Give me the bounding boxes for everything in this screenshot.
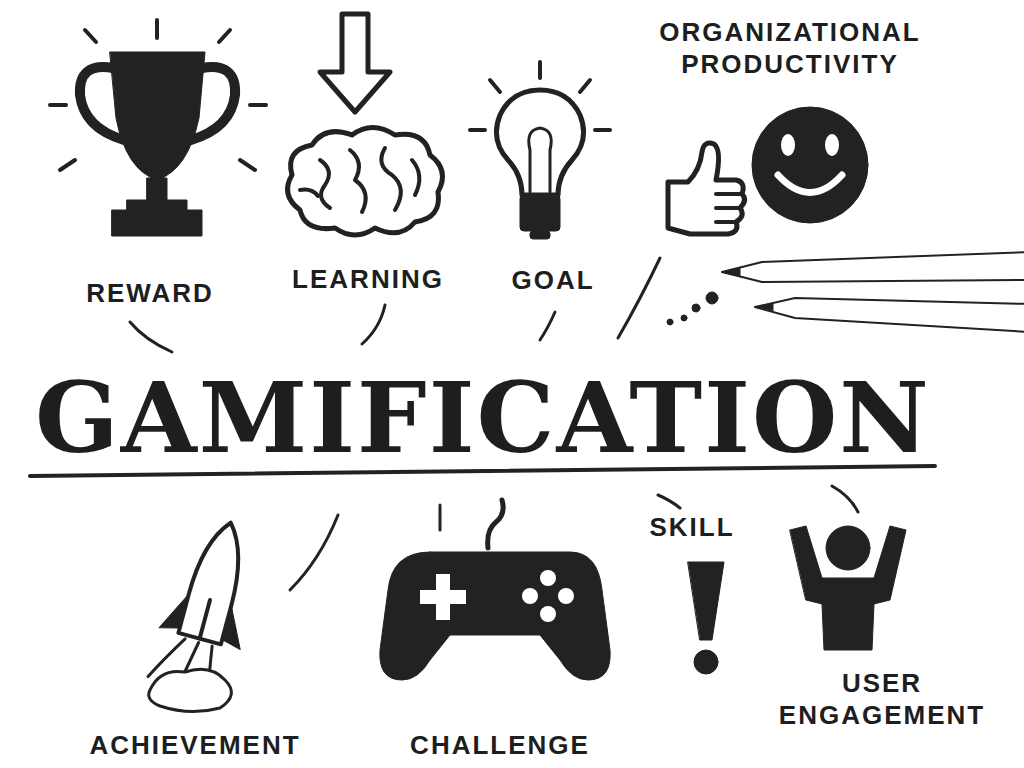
smiley-face <box>752 107 868 223</box>
concept-label: GOAL <box>511 264 594 297</box>
pen-tip <box>722 268 740 276</box>
leader-line <box>832 486 858 512</box>
ray <box>240 160 255 170</box>
thumb-hand <box>668 143 745 234</box>
concept-label: LEARNING <box>292 263 444 296</box>
person-head <box>826 526 870 570</box>
rocket-fin-center <box>200 600 210 639</box>
trophy-handle <box>80 67 124 140</box>
ray <box>580 80 590 92</box>
main-title: GAMIFICATION <box>35 369 931 467</box>
concept-label: ACHIEVEMENT <box>89 729 300 762</box>
smiley-icon <box>752 107 868 223</box>
leader-line <box>130 322 172 352</box>
fold <box>350 150 366 212</box>
fold <box>320 160 330 208</box>
ray <box>470 128 485 132</box>
ray <box>155 20 159 38</box>
concept-label: USER ENGAGEMENT <box>762 667 1002 732</box>
trophy-cup <box>110 52 205 180</box>
shine-rays <box>470 62 610 130</box>
trophy-handle <box>191 67 235 140</box>
leader-line <box>540 312 555 340</box>
gamepad-body <box>380 552 610 680</box>
finger <box>716 206 740 210</box>
ray <box>50 103 66 107</box>
cheering-person-icon <box>790 526 906 650</box>
leader-line <box>290 515 338 590</box>
rocket-fin <box>159 589 189 633</box>
gamepad-icon <box>380 500 610 680</box>
pen-tip <box>755 303 773 311</box>
finger <box>716 192 740 196</box>
fold <box>300 190 318 196</box>
bulb-filament <box>529 128 552 192</box>
title-underline <box>30 466 935 476</box>
gamepad-button <box>540 570 556 586</box>
down-arrow <box>320 14 390 112</box>
exclamation-icon <box>688 562 724 674</box>
ink-dot <box>681 315 687 321</box>
fold <box>381 148 401 210</box>
gamepad-button <box>558 588 574 604</box>
rocket-fin <box>221 606 251 650</box>
smiley-eye <box>781 134 795 156</box>
brain-icon <box>288 14 443 235</box>
thumbs-up-icon <box>668 143 745 234</box>
ink-dot <box>706 292 718 304</box>
bulb-glass <box>496 90 583 195</box>
ray <box>85 30 96 42</box>
trophy-plinth <box>127 200 187 210</box>
exclamation-dot <box>694 650 718 674</box>
ray <box>250 103 266 107</box>
exclamation-bar <box>688 562 724 640</box>
person-body <box>790 526 906 650</box>
trophy-base <box>112 210 202 236</box>
concept-label: SKILL <box>649 511 734 544</box>
concept-label: ORGANIZATIONAL PRODUCTIVITY <box>600 16 980 81</box>
ray <box>490 80 500 92</box>
leader-line <box>362 305 385 344</box>
ink-dot <box>692 304 700 312</box>
leader-line <box>658 495 680 508</box>
ray <box>219 30 230 42</box>
leader-line <box>618 258 660 338</box>
pen <box>755 298 1024 332</box>
rocket-smoke <box>149 669 232 711</box>
concept-label: REWARD <box>86 277 214 310</box>
ray <box>538 62 542 78</box>
gamepad-button <box>540 606 556 622</box>
brain-outline <box>288 128 443 236</box>
finger <box>716 220 734 224</box>
concept-label: CHALLENGE <box>410 729 590 762</box>
ray <box>60 160 75 170</box>
gamepad-button <box>522 588 538 604</box>
bulb-tip <box>530 231 550 239</box>
leader-line <box>439 505 442 530</box>
gamepad-dpad <box>420 574 466 620</box>
smiley-eye <box>825 134 839 156</box>
rocket-body <box>178 517 252 644</box>
fold <box>412 160 419 195</box>
pen <box>722 252 1024 282</box>
lightbulb-icon <box>470 62 610 239</box>
bulb-base <box>520 195 560 231</box>
pens-icon <box>667 252 1024 332</box>
shine-rays <box>50 20 266 170</box>
ray <box>595 128 610 132</box>
gamepad-cord <box>488 500 503 548</box>
brain-folds <box>300 148 419 212</box>
trophy-icon <box>50 20 266 236</box>
ink-dot <box>667 319 673 325</box>
finger-lines <box>716 194 740 222</box>
smiley-mouth <box>778 175 842 193</box>
